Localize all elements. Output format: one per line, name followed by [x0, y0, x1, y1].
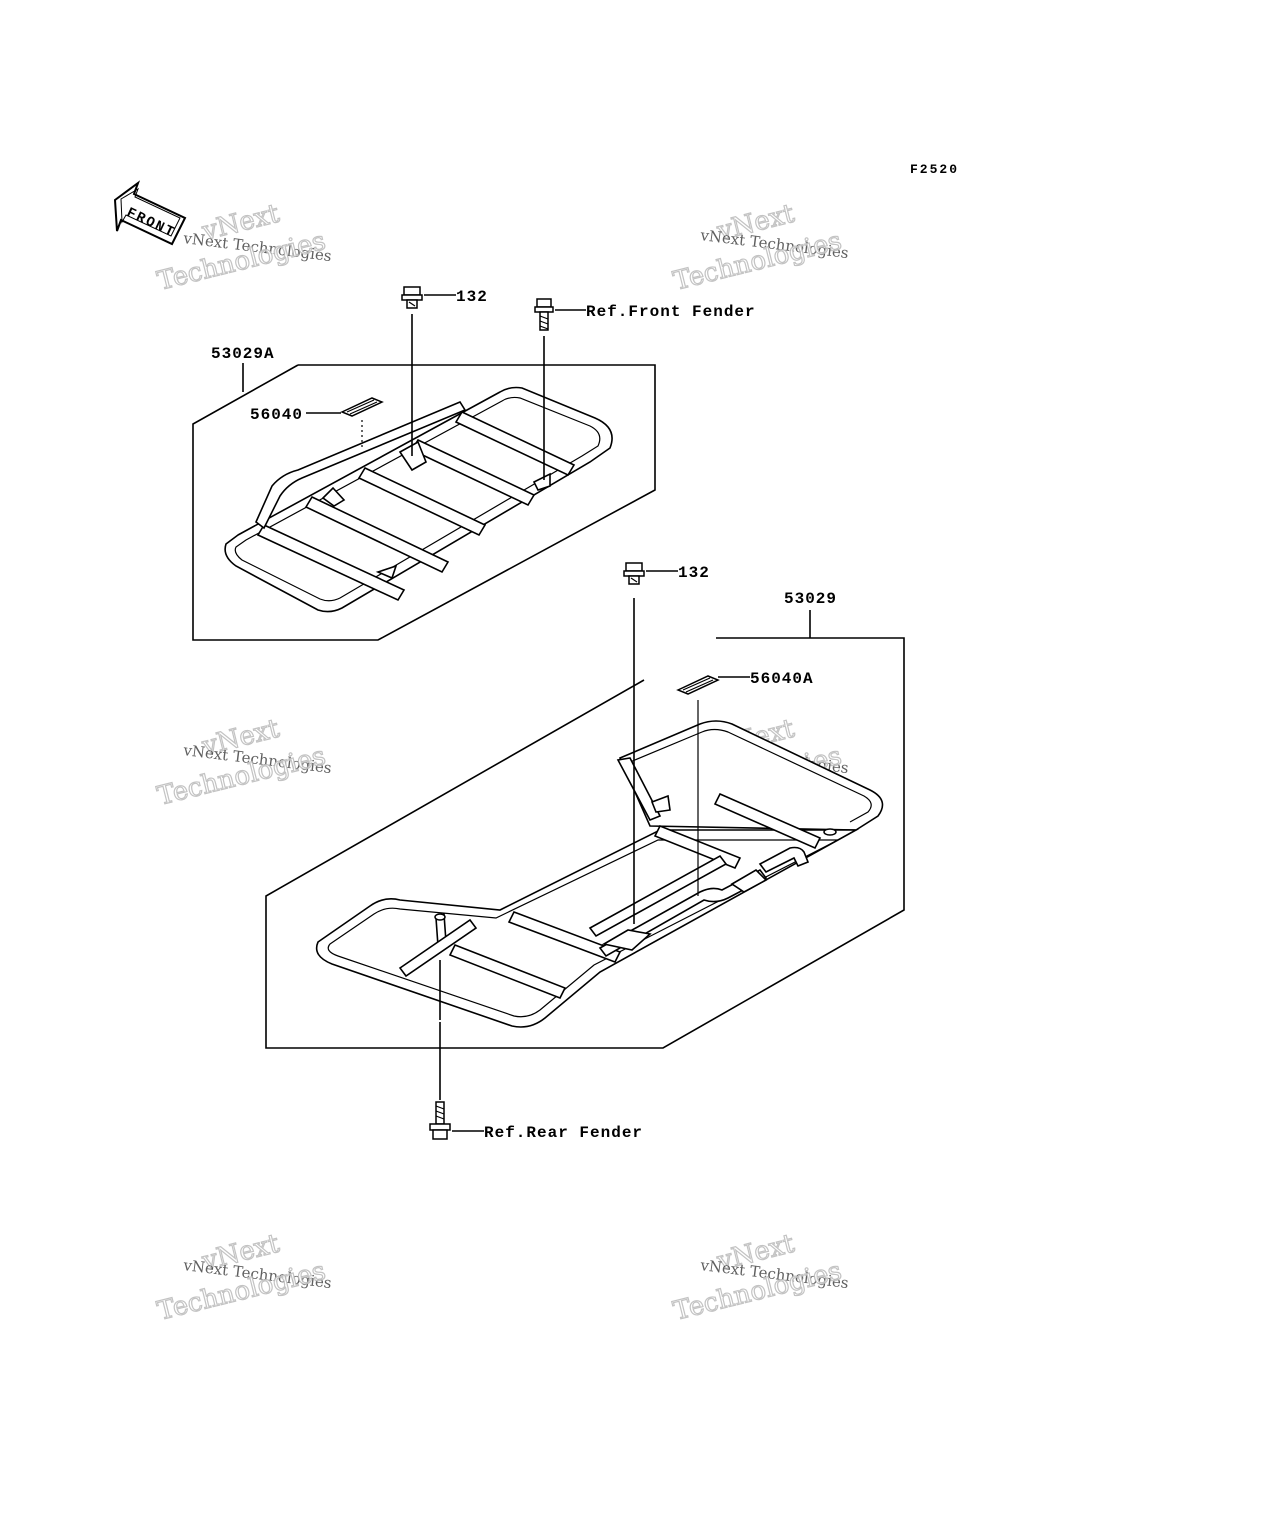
front-label-sticker-icon [340, 397, 384, 417]
rear-label-sticker-icon [676, 675, 720, 695]
watermark-bottom-right: vNext vNext Technologies Technologies [670, 1228, 850, 1327]
rear-fender-bolt-icon [429, 1101, 451, 1140]
rear-rack-assy-label: 53029 [784, 590, 837, 608]
watermark-top-right: vNext vNext Technologies Technologies [670, 198, 850, 297]
front-fender-bolt-icon [534, 298, 554, 331]
front-rack-assy-bracket [192, 364, 656, 641]
figure-code: F2520 [910, 162, 959, 177]
front-arrow-icon: FRONT [113, 180, 187, 246]
front-rack-bolt-icon [401, 286, 423, 309]
front-bolt-label: 132 [456, 288, 488, 306]
rear-rack-bolt-icon [623, 562, 645, 585]
front-rack [224, 386, 613, 613]
watermark-bottom-left: vNext vNext Technologies Technologies [154, 1228, 333, 1327]
ref-front-fender-label: Ref.Front Fender [586, 303, 756, 321]
front-rack-assy-label: 53029A [211, 345, 275, 363]
rear-label-part: 56040A [750, 670, 814, 688]
front-label-part: 56040 [250, 406, 303, 424]
rear-rack-assy-bracket [265, 637, 905, 1049]
rear-bolt-label: 132 [678, 564, 710, 582]
rear-rack [315, 720, 884, 1028]
watermark-mid-left: vNext vNext Technologies Technologies [154, 713, 333, 812]
ref-rear-fender-label: Ref.Rear Fender [484, 1124, 643, 1142]
watermark-top-left: vNext vNext Technologies Technologies [154, 198, 333, 297]
